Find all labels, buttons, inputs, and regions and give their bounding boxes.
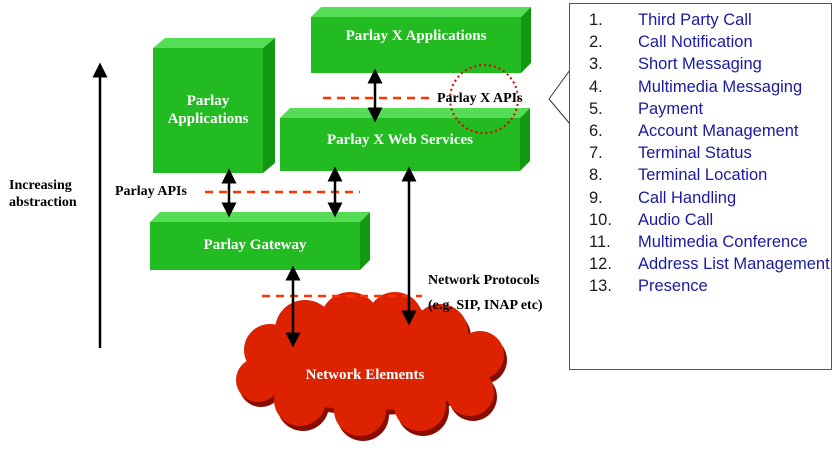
parlay-x-web-services-label: Parlay X Web Services <box>327 132 473 148</box>
parlay-gateway-label: Parlay Gateway <box>203 237 307 253</box>
service-list-item: 6. Account Management <box>570 120 831 142</box>
parlay-x-services-panel: 1. Third Party Call 2. Call Notification 3. S… <box>569 3 832 370</box>
service-number: 11. <box>589 233 611 252</box>
network-protocols-example-label: (e.g. SIP, INAP etc) <box>428 298 543 313</box>
service-number: 5. <box>589 99 603 118</box>
service-name: Payment <box>638 99 704 118</box>
parlay-applications-label: Parlay Applications <box>167 93 249 127</box>
service-number: 6. <box>589 122 603 141</box>
parlay-x-applications-box <box>311 7 531 73</box>
service-list-item: 8. Terminal Location <box>570 164 831 186</box>
service-name: Address List Management <box>638 255 830 274</box>
service-name: Short Messaging <box>638 55 762 74</box>
parlay-applications-box <box>153 38 275 173</box>
service-name: Multimedia Conference <box>638 233 808 252</box>
service-list-item: 12. Address List Management <box>570 253 831 275</box>
service-number: 12. <box>589 255 612 274</box>
network-protocols-label: Network Protocols <box>428 273 540 288</box>
service-name: Call Handling <box>638 188 737 207</box>
service-number: 7. <box>589 144 603 163</box>
parlay-x-apis-label: Parlay X APIs <box>437 91 523 106</box>
service-name: Audio Call <box>638 210 714 229</box>
service-list-item: 4. Multimedia Messaging <box>570 76 831 98</box>
service-list-item: 1. Third Party Call <box>570 9 831 31</box>
service-list-item: 2. Call Notification <box>570 31 831 53</box>
service-list-item: 7. Terminal Status <box>570 142 831 164</box>
service-list-item: 5. Payment <box>570 98 831 120</box>
service-name: Presence <box>638 277 708 296</box>
parlay-apis-label: Parlay APIs <box>115 184 187 199</box>
service-name: Account Management <box>638 122 799 141</box>
parlay-x-services-list: 1. Third Party Call 2. Call Notification 3. S… <box>570 4 831 298</box>
service-number: 10. <box>589 210 612 229</box>
service-number: 3. <box>589 55 603 74</box>
parlay-x-web-services-box <box>280 108 530 171</box>
callout-line-top <box>548 69 571 100</box>
service-list-item: 11. Multimedia Conference <box>570 231 831 253</box>
service-list-item: 10. Audio Call <box>570 209 831 231</box>
service-number: 13. <box>589 277 612 296</box>
service-name: Third Party Call <box>638 11 752 29</box>
service-number: 8. <box>589 166 603 185</box>
callout-line-bottom <box>548 98 571 125</box>
network-elements-cloud <box>236 292 504 436</box>
service-list-item: 9. Call Handling <box>570 187 831 209</box>
service-name: Terminal Location <box>638 166 768 185</box>
service-number: 9. <box>589 188 603 207</box>
service-list-item: 3. Short Messaging <box>570 53 831 75</box>
service-list-item: 13. Presence <box>570 275 831 297</box>
service-name: Multimedia Messaging <box>638 77 803 96</box>
parlay-gateway-box <box>150 212 370 270</box>
service-name: Call Notification <box>638 33 753 52</box>
network-elements-label: Network Elements <box>305 367 425 383</box>
parlay-x-applications-label: Parlay X Applications <box>345 28 487 44</box>
service-name: Terminal Status <box>638 144 752 163</box>
service-number: 1. <box>589 11 603 29</box>
service-number: 4. <box>589 77 603 96</box>
parlay-x-apis-highlight-circle <box>449 64 519 134</box>
service-number: 2. <box>589 33 603 52</box>
increasing-abstraction-label: Increasing abstraction <box>9 178 77 210</box>
